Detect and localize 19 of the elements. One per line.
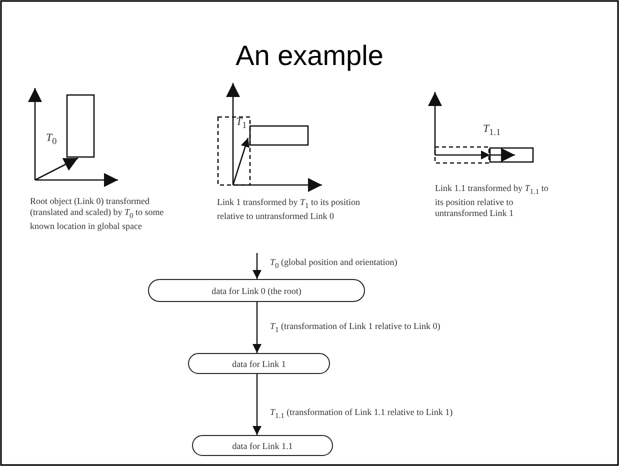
caption-text: Root object (Link 0) transformed (translated and scaled) by T$_{0}$ to some known location in global space <box>30 196 165 232</box>
edge-label: T$_{1}$ (transformation of Link 1 relative to Link 0) <box>270 321 440 335</box>
rounded-box <box>148 279 365 302</box>
transform-label: T$_{1.1}$ <box>483 124 502 138</box>
box-text: data for Link 1 <box>232 358 286 368</box>
caption-text: Link 1 transformed by T$_{1}$ to its position relative to untransformed Link 0 <box>217 197 362 222</box>
title: An example <box>234 40 384 72</box>
box-text: data for Link 1.1 <box>232 440 293 450</box>
arrow <box>252 302 262 353</box>
caption-text: Link 1.1 transformed by T$_{1.1}$ to its position relative to untransformed Link 1 <box>435 183 550 219</box>
edge-label: T$_{0}$ (global position and orientation) <box>270 257 398 271</box>
rounded-box <box>188 353 330 374</box>
edge-label: T$_{1.1}$ (transformation of Link 1.1 relative to Link 1) <box>270 407 453 421</box>
arrow <box>252 253 262 279</box>
rounded-box <box>192 435 333 456</box>
box-text: data for Link 0 (the root) <box>212 286 302 296</box>
transform-label: T$_{1}$ <box>236 117 248 132</box>
arrow <box>252 374 262 435</box>
transform-label: T$_{0}$ <box>46 133 58 148</box>
